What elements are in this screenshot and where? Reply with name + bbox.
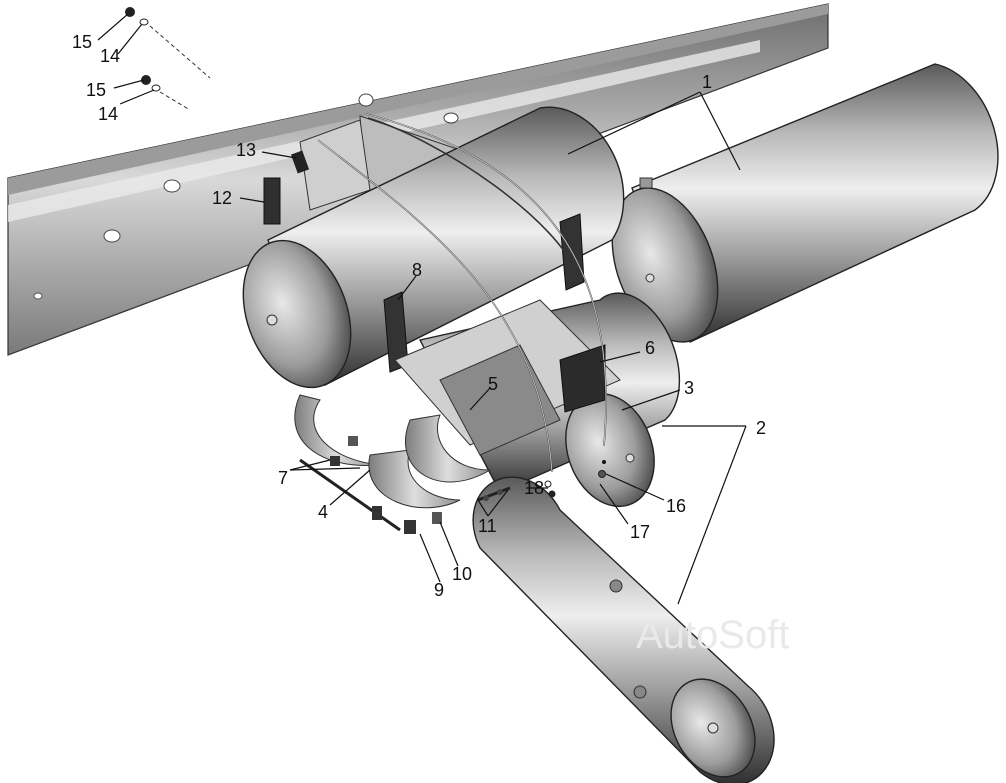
callout-8: 8 bbox=[412, 260, 422, 280]
callout-17: 17 bbox=[630, 522, 650, 542]
callout-leaders bbox=[97, 13, 747, 605]
air-lines bbox=[317, 113, 607, 473]
air-tank-2-bottom bbox=[472, 476, 775, 783]
callout-12: 12 bbox=[212, 188, 232, 208]
clamp-bands bbox=[294, 394, 492, 534]
callout-16: 16 bbox=[666, 496, 686, 516]
callout-3: 3 bbox=[684, 378, 694, 398]
fasteners bbox=[125, 7, 556, 502]
callout-4: 4 bbox=[318, 502, 328, 522]
callout-11: 11 bbox=[478, 516, 497, 536]
callout-6: 6 bbox=[645, 338, 655, 358]
callout-labels: 1 2 3 4 5 6 7 8 9 10 11 12 13 14 14 15 1… bbox=[72, 32, 766, 600]
callout-15-upper: 15 bbox=[72, 32, 92, 52]
callout-9: 9 bbox=[434, 580, 444, 600]
callout-18: 18 bbox=[524, 478, 544, 498]
callout-7: 7 bbox=[278, 468, 288, 488]
callout-2: 2 bbox=[756, 418, 766, 438]
watermark-text: AutoSoft bbox=[636, 613, 789, 657]
callout-10: 10 bbox=[452, 564, 472, 584]
callout-13: 13 bbox=[236, 140, 256, 160]
callout-14-lower: 14 bbox=[98, 104, 118, 124]
callout-1: 1 bbox=[702, 72, 712, 92]
callout-14-upper: 14 bbox=[100, 46, 120, 66]
callout-5: 5 bbox=[488, 374, 498, 394]
callout-15-lower: 15 bbox=[86, 80, 106, 100]
